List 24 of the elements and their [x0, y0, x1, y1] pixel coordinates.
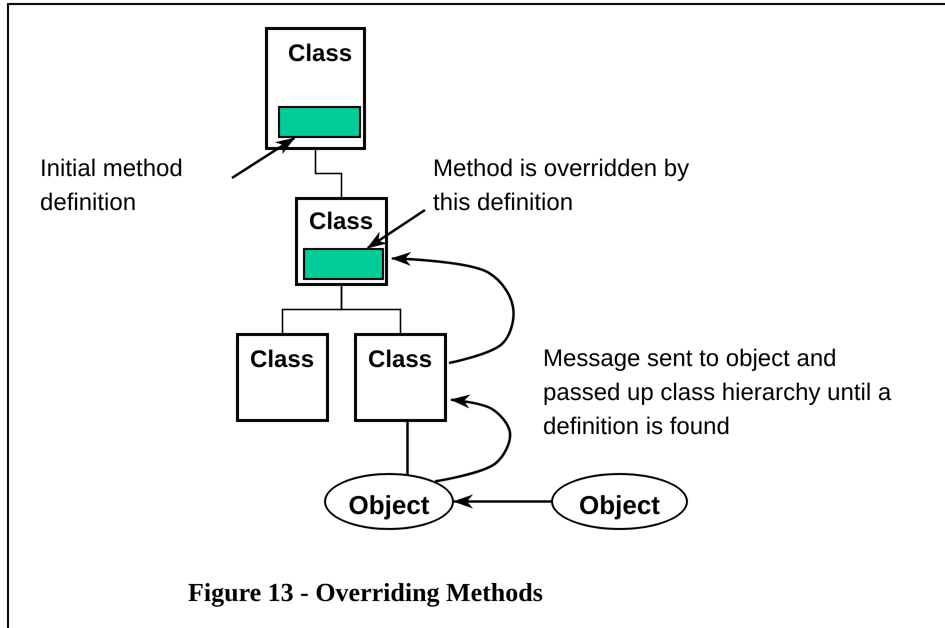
annotation-text: Initial method definition — [40, 155, 183, 216]
arrow — [453, 494, 551, 508]
class-label: Class — [309, 208, 374, 236]
object-label: Object — [579, 490, 660, 520]
figure-caption: Figure 13 - Overriding Methods — [188, 578, 543, 608]
object-label: Object — [348, 490, 430, 520]
leader-line — [231, 136, 296, 180]
class-box — [295, 197, 388, 286]
connector-line — [340, 286, 402, 333]
method-bar — [278, 106, 361, 138]
class-box — [236, 333, 329, 422]
class-box — [265, 27, 366, 150]
class-label: Class — [368, 346, 432, 374]
leader-line — [366, 208, 426, 250]
class-label: Class — [288, 40, 352, 68]
arrow — [391, 252, 515, 364]
annotation-text: Method is overridden by this definition — [433, 155, 690, 216]
class-box — [354, 333, 447, 422]
class-label: Class — [250, 346, 314, 374]
connector-line — [314, 150, 342, 197]
arrow — [434, 394, 512, 483]
note-text: Message sent to object and passed up class hierarchy until a definition is found — [543, 344, 892, 442]
connector-line — [406, 422, 409, 474]
method-bar — [303, 248, 384, 280]
